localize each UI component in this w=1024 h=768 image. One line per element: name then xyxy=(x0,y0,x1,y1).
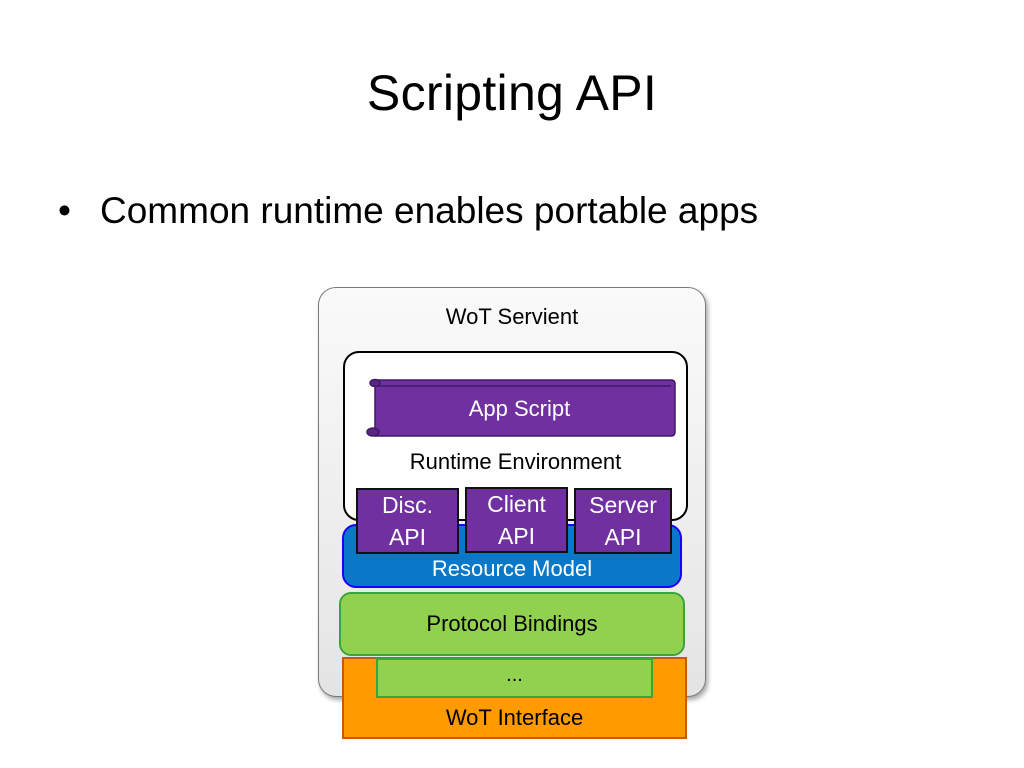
disc-api-line2: API xyxy=(388,524,427,550)
app-script-scroll-shape xyxy=(366,378,676,437)
ellipsis-label: ... xyxy=(506,664,523,686)
disc-api-line1: Disc. xyxy=(381,492,434,518)
wot-servient-label: WoT Servient xyxy=(445,304,579,329)
wot-interface-label: WoT Interface xyxy=(445,705,584,730)
resource-model-label: Resource Model xyxy=(431,556,593,581)
ellipsis-box: ... xyxy=(376,658,653,698)
bullet-item: • Common runtime enables portable apps xyxy=(58,190,758,232)
bullet-dot: • xyxy=(58,190,71,231)
slide-title: Scripting API xyxy=(366,65,658,121)
server-api-line1: Server xyxy=(589,492,657,518)
app-script-label: App Script xyxy=(468,396,571,421)
bullet-text: Common runtime enables portable apps xyxy=(100,190,759,231)
protocol-bindings-label: Protocol Bindings xyxy=(426,611,598,636)
client-api-line1: Client xyxy=(487,491,546,517)
client-api-box: Client API xyxy=(465,487,568,553)
server-api-box: Server API xyxy=(574,488,672,554)
protocol-bindings-box: Protocol Bindings xyxy=(339,592,685,656)
client-api-line2: API xyxy=(497,523,536,549)
server-api-line2: API xyxy=(604,524,642,550)
runtime-environment-label: Runtime Environment xyxy=(409,449,622,474)
disc-api-box: Disc. API xyxy=(356,488,459,554)
